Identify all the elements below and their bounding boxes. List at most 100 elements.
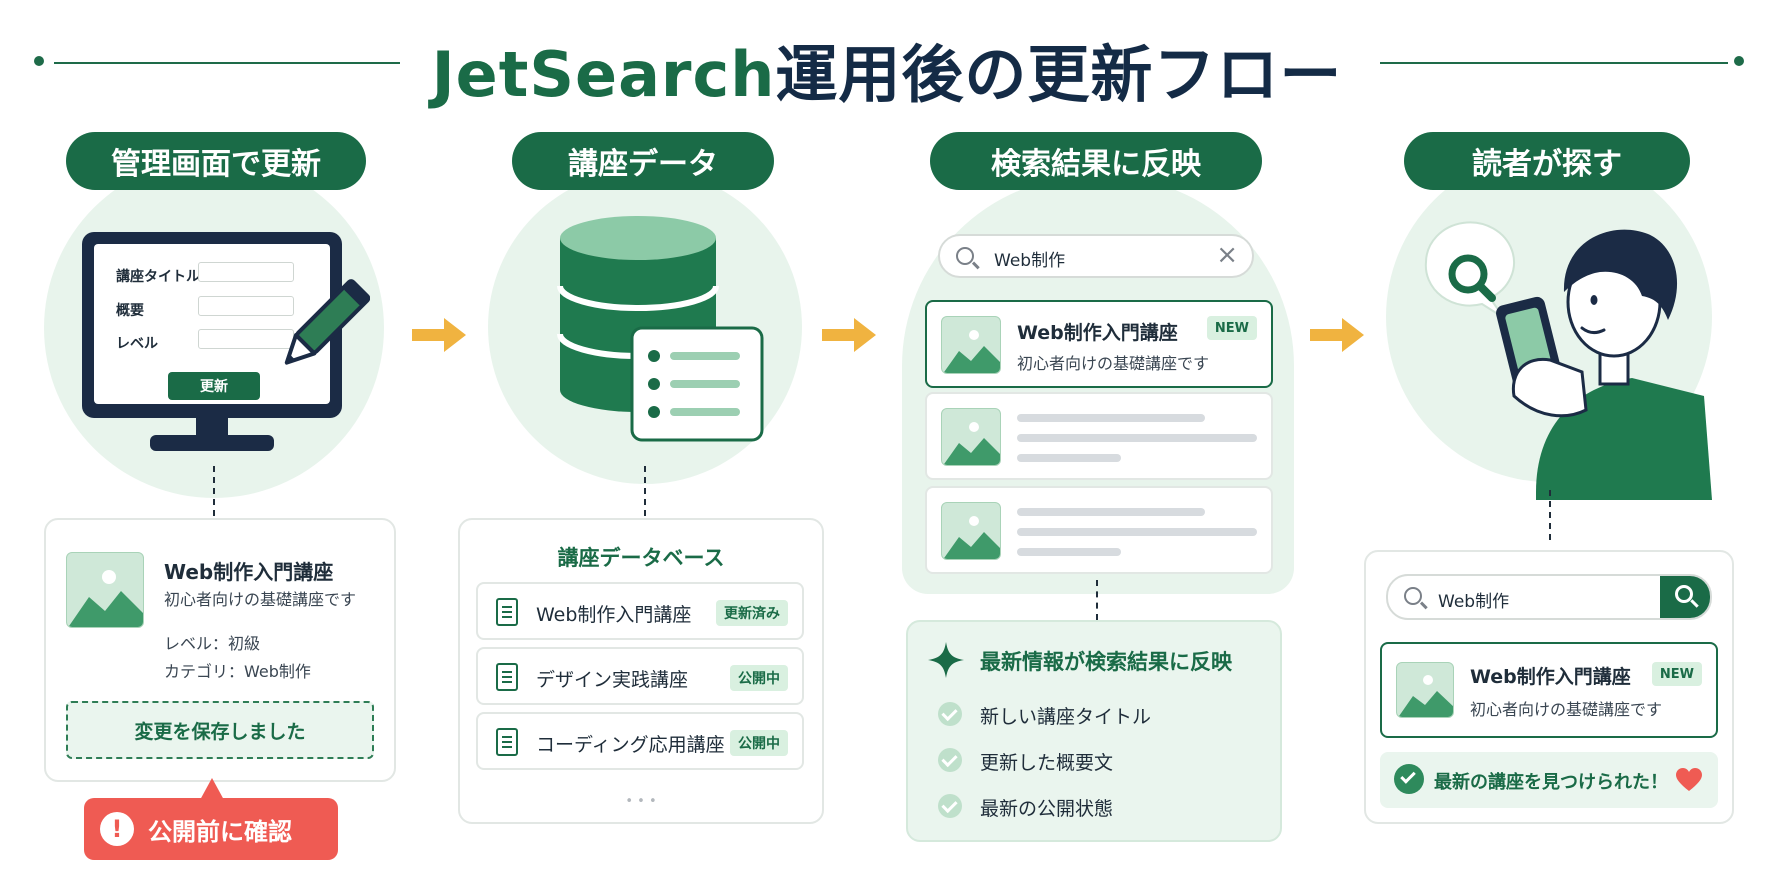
search-input[interactable]: Web制作 × [938,234,1254,278]
alert-icon: ! [100,812,134,846]
update-info-item: 最新の公開状態 [980,798,1114,820]
db-row: Web制作入門講座 更新済み [476,582,804,640]
reader-result-desc: 初心者向けの基礎講座です [1470,700,1663,719]
title-right-dot [1734,56,1744,66]
course-thumbnail [66,552,144,628]
step3-pill: 検索結果に反映 [930,132,1262,190]
clear-icon[interactable]: × [1216,240,1238,270]
title-left-line [54,62,400,64]
result-desc: 初心者向けの基礎講座です [1017,354,1210,373]
title-brand: JetSearch [431,38,776,111]
reader-result-title: Web制作入門講座 [1470,666,1631,688]
step4-pill: 読者が探す [1404,132,1690,190]
field-label-level: レベル [116,336,158,352]
db-row: デザイン実践講座 公開中 [476,647,804,705]
status-badge: 更新済み [716,600,788,626]
result-item-highlighted[interactable]: Web制作入門講座 初心者向けの基礎講座です NEW [925,300,1273,388]
monitor-base [150,435,274,451]
field-input-title [198,262,294,282]
step3-connector [1096,580,1098,620]
more-dots: • • • [625,794,657,809]
reader-search-input[interactable]: Web制作 [1386,574,1712,620]
db-row-name: デザイン実践講座 [536,669,689,691]
document-icon [496,598,518,626]
monitor-neck [196,418,228,440]
update-info-title: 最新情報が検索結果に反映 [980,650,1232,674]
document-icon [496,663,518,691]
image-placeholder-icon [1398,675,1453,717]
search-query: Web制作 [994,251,1066,271]
status-badge: 公開中 [730,665,788,691]
arrow-right-icon [822,318,876,352]
step2-connector [644,466,646,516]
result-thumbnail [941,502,1001,560]
text-placeholder [1017,434,1257,442]
update-info-item: 更新した概要文 [980,752,1114,774]
found-message: 最新の講座を見つけられた！ [1380,752,1718,808]
image-placeholder-icon [943,330,1000,373]
result-item-placeholder[interactable] [925,486,1273,574]
text-placeholder [1017,414,1205,422]
new-badge: NEW [1651,662,1702,686]
arrow-right-icon [412,318,466,352]
result-thumbnail [941,316,1001,374]
heart-icon [1676,768,1702,791]
field-label-title: 講座タイトル [116,269,200,285]
update-info-card: 最新情報が検索結果に反映 新しい講座タイトル 更新した概要文 最新の公開状態 [906,620,1282,842]
db-row-name: Web制作入門講座 [536,604,692,626]
reader-illustration [1424,221,1712,500]
text-placeholder [1017,528,1257,536]
saved-message: 変更を保存しました [66,701,374,759]
check-icon [938,748,962,772]
search-icon [1404,587,1422,605]
search-icon [1675,585,1693,603]
check-icon [938,702,962,726]
course-level: レベル：初級 [164,634,261,653]
db-row: コーディング応用講座 公開中 [476,712,804,770]
field-label-summary: 概要 [116,303,144,319]
search-submit-button[interactable] [1660,576,1710,618]
sparkle-icon [928,642,964,678]
step2-pill: 講座データ [512,132,774,190]
search-icon-handle [1690,599,1699,608]
document-icon [496,728,518,756]
title-row: JetSearch運用後の更新フロー [0,18,1774,111]
new-badge: NEW [1206,316,1257,340]
pencil-icon [284,279,370,365]
title-left-dot [34,56,44,66]
database-title: 講座データベース [557,546,725,570]
field-input-summary [198,296,294,316]
page-title: JetSearch運用後の更新フロー [0,24,1774,114]
update-info-item: 新しい講座タイトル [980,706,1152,728]
search-icon [956,247,974,265]
warning-tip [200,778,224,800]
title-rest: 運用後の更新フロー [775,38,1343,111]
reader-search-query: Web制作 [1438,592,1510,612]
step1-connector [213,466,215,516]
result-thumbnail [1396,662,1454,718]
arrow-right-icon [1310,318,1364,352]
found-text: 最新の講座を見つけられた！ [1434,772,1668,793]
result-title: Web制作入門講座 [1017,322,1178,344]
course-title: Web制作入門講座 [164,560,334,584]
text-placeholder [1017,548,1121,556]
update-button: 更新 [168,372,260,400]
result-thumbnail [941,408,1001,466]
image-placeholder-icon [68,570,143,627]
image-placeholder-icon [943,422,1000,465]
step1-pill: 管理画面で更新 [66,132,366,190]
text-placeholder [1017,454,1121,462]
list-document-icon [630,326,764,442]
warning-label: 公開前に確認 [148,817,292,846]
reader-result-item[interactable]: Web制作入門講座 初心者向けの基礎講座です NEW [1380,642,1718,738]
title-right-line [1380,62,1728,64]
image-placeholder-icon [943,516,1000,559]
result-item-placeholder[interactable] [925,392,1273,480]
course-category: カテゴリ：Web制作 [164,662,311,681]
check-icon [938,794,962,818]
monitor-illustration: 講座タイトル 概要 レベル 更新 [82,232,342,418]
warning-badge: ! 公開前に確認 [84,798,338,860]
step4-connector [1549,490,1551,540]
text-placeholder [1017,508,1205,516]
status-badge: 公開中 [730,730,788,756]
